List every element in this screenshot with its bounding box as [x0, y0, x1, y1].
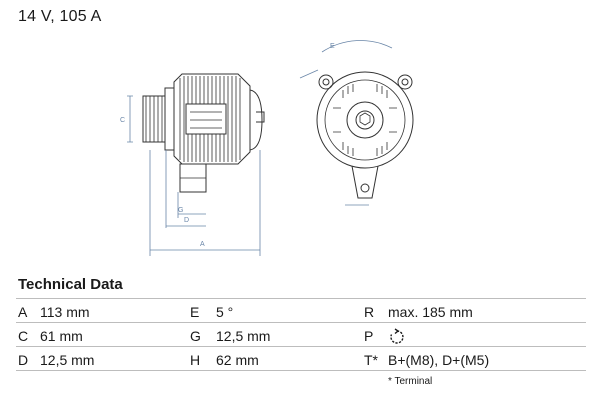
spec-key: E — [190, 304, 200, 320]
svg-text:C: C — [120, 117, 125, 124]
spec-value: 12,5 mm — [216, 328, 271, 344]
spec-value: 113 mm — [40, 304, 90, 320]
spec-key: R — [364, 304, 375, 320]
alternator-drawing: C A D G E — [120, 40, 414, 256]
spec-key: C — [18, 328, 29, 344]
clockwise-rotation-icon — [390, 328, 404, 344]
terminal-footnote: * Terminal — [388, 376, 433, 387]
spec-value: 12,5 mm — [40, 352, 95, 368]
technical-data-heading: Technical Data — [18, 276, 123, 293]
spec-value: B+(M8), D+(M5) — [388, 352, 490, 368]
row-divider — [16, 298, 586, 299]
svg-text:D: D — [184, 217, 189, 224]
spec-key: G — [190, 328, 201, 344]
spec-value: 62 mm — [216, 352, 259, 368]
spec-key: A — [18, 304, 28, 320]
spec-key: H — [190, 352, 201, 368]
spec-value: 61 mm — [40, 328, 83, 344]
spec-key: T* — [364, 352, 378, 368]
spec-value: 5 ° — [216, 304, 234, 320]
row-divider — [16, 346, 586, 347]
spec-key: P — [364, 328, 374, 344]
spec-value: max. 185 mm — [388, 304, 473, 320]
row-divider — [16, 322, 586, 323]
side-view — [142, 73, 265, 193]
product-title: 14 V, 105 A — [18, 8, 102, 25]
svg-text:E: E — [330, 43, 335, 50]
svg-text:A: A — [200, 241, 205, 248]
svg-text:G: G — [178, 207, 183, 214]
row-divider — [16, 370, 586, 371]
front-view — [316, 71, 414, 199]
spec-key: D — [18, 352, 29, 368]
